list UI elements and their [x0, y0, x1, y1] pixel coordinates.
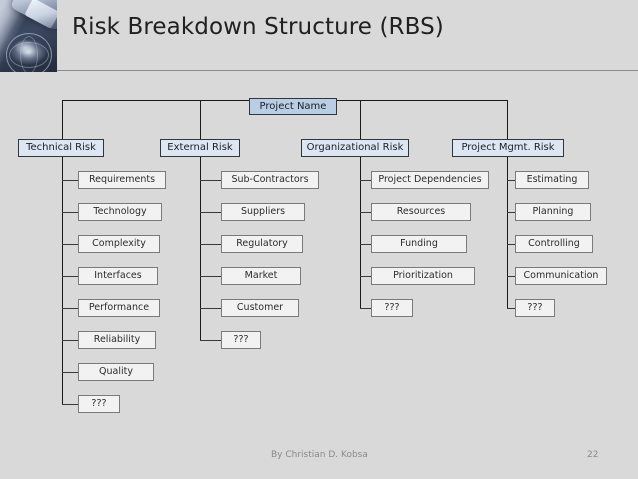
node-leaf-4-2: Planning [515, 203, 591, 221]
leaf-connector-1-6 [62, 340, 79, 341]
leaf-connector-4-2 [507, 212, 516, 213]
leaf-connector-3-1 [360, 180, 372, 181]
node-leaf-1-8: ??? [78, 395, 120, 413]
leaf-connector-2-3 [200, 244, 222, 245]
node-leaf-4-5: ??? [515, 299, 555, 317]
node-leaf-4-3: Controlling [515, 235, 593, 253]
branch-spine-connector-2 [200, 100, 201, 340]
footer-author: By Christian D. Kobsa [271, 450, 368, 460]
page-title: Risk Breakdown Structure (RBS) [72, 14, 444, 40]
leaf-connector-1-4 [62, 276, 79, 277]
node-category-1: Technical Risk [18, 139, 104, 157]
leaf-connector-1-5 [62, 308, 79, 309]
leaf-connector-2-4 [200, 276, 222, 277]
branch-spine-connector-1 [62, 100, 63, 404]
node-leaf-1-7: Quality [78, 363, 154, 381]
leaf-connector-4-5 [507, 308, 516, 309]
node-leaf-3-2: Resources [371, 203, 471, 221]
node-leaf-3-3: Funding [371, 235, 467, 253]
leaf-connector-3-5 [360, 308, 372, 309]
branch-spine-connector-3 [360, 100, 361, 308]
node-category-3: Organizational Risk [301, 139, 409, 157]
node-leaf-1-5: Performance [78, 299, 160, 317]
node-leaf-3-1: Project Dependencies [371, 171, 489, 189]
node-leaf-4-1: Estimating [515, 171, 589, 189]
leaf-connector-2-2 [200, 212, 222, 213]
node-leaf-2-1: Sub-Contractors [221, 171, 319, 189]
node-leaf-4-4: Communication [515, 267, 607, 285]
leaf-connector-1-8 [62, 404, 79, 405]
node-leaf-2-6: ??? [221, 331, 261, 349]
leaf-connector-1-3 [62, 244, 79, 245]
leaf-connector-1-7 [62, 372, 79, 373]
node-category-4: Project Mgmt. Risk [452, 139, 564, 157]
leaf-connector-2-5 [200, 308, 222, 309]
footer-page-number: 22 [587, 450, 599, 460]
node-leaf-2-3: Regulatory [221, 235, 303, 253]
leaf-connector-2-6 [200, 340, 222, 341]
leaf-connector-3-2 [360, 212, 372, 213]
leaf-connector-1-2 [62, 212, 79, 213]
leaf-connector-3-4 [360, 276, 372, 277]
node-leaf-1-4: Interfaces [78, 267, 158, 285]
header-decorative-image [0, 0, 57, 72]
node-leaf-1-6: Reliability [78, 331, 156, 349]
node-project-name: Project Name [249, 98, 337, 115]
leaf-connector-1-1 [62, 180, 79, 181]
globe-longitude-decoration [20, 36, 38, 72]
node-leaf-2-5: Customer [221, 299, 299, 317]
title-divider [57, 70, 638, 71]
leaf-connector-4-4 [507, 276, 516, 277]
node-leaf-1-1: Requirements [78, 171, 166, 189]
node-category-2: External Risk [160, 139, 240, 157]
leaf-connector-4-3 [507, 244, 516, 245]
globe-ring-decoration [6, 33, 52, 72]
node-leaf-2-4: Market [221, 267, 301, 285]
node-leaf-3-5: ??? [371, 299, 413, 317]
leaf-connector-4-1 [507, 180, 516, 181]
node-leaf-1-3: Complexity [78, 235, 160, 253]
node-leaf-1-2: Technology [78, 203, 162, 221]
node-leaf-2-2: Suppliers [221, 203, 305, 221]
branch-spine-connector-4 [507, 100, 508, 308]
node-leaf-3-4: Prioritization [371, 267, 475, 285]
leaf-connector-3-3 [360, 244, 372, 245]
leaf-connector-2-1 [200, 180, 222, 181]
